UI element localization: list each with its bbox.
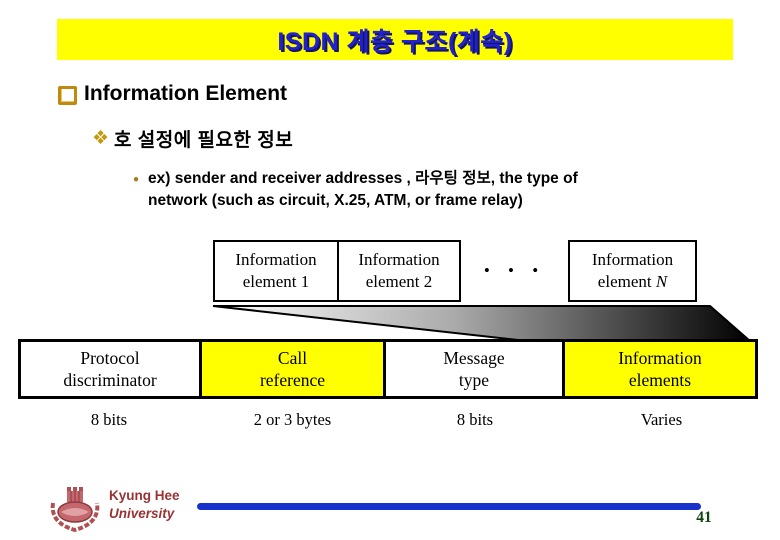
subheading-row: ❖ 호 설정에 필요한 정보	[92, 125, 293, 152]
university-seal-icon	[50, 487, 100, 533]
box-line: discriminator	[63, 370, 157, 390]
message-type-box: Message type	[386, 342, 565, 396]
size-label: Varies	[640, 410, 683, 429]
info-element-n-box: Information element N	[568, 240, 697, 302]
box-line: Information	[591, 249, 674, 269]
information-elements-box: Information elements	[565, 342, 755, 396]
ellipsis-dots: • • •	[483, 261, 546, 280]
slide-title-bar: ISDN 계층 구조(계속)	[57, 19, 733, 60]
university-name-line1: Kyung Hee	[109, 488, 180, 503]
slide-title: ISDN 계층 구조(계속)	[277, 27, 513, 56]
box-line: Information	[618, 347, 702, 368]
size-label: 8 bits	[90, 410, 128, 429]
footer-accent-bar	[197, 503, 701, 510]
info-element-1-box: Information element 1	[213, 240, 339, 302]
message-format-row: Protocol discriminator Call reference Me…	[18, 339, 758, 399]
box-line: type	[458, 370, 490, 390]
box-line: element N	[597, 272, 668, 291]
box-line: Protocol	[80, 347, 140, 368]
university-name-line2: University	[109, 505, 175, 521]
box-line: elements	[628, 370, 692, 390]
box-line: element 2	[365, 272, 433, 291]
protocol-discriminator-box: Protocol discriminator	[21, 342, 202, 396]
box-line: Information	[235, 249, 317, 269]
example-text: ex) sender and receiver addresses , 라우팅 …	[148, 168, 578, 213]
heading-text: Information Element	[84, 82, 288, 105]
heading-row: Information Element	[58, 82, 287, 106]
call-reference-box: Call reference	[202, 342, 386, 396]
example-row: ● ex) sender and receiver addresses , 라우…	[133, 168, 758, 213]
diamond-bullet-icon: ❖	[92, 128, 110, 149]
info-element-2-box: Information element 2	[337, 240, 461, 302]
square-bullet-icon	[58, 86, 77, 105]
dot-bullet-icon: ●	[133, 174, 140, 185]
example-line-1: ex) sender and receiver addresses , 라우팅 …	[148, 170, 578, 187]
box-line: Message	[443, 347, 505, 368]
university-name: Kyung Hee University	[109, 487, 180, 522]
subheading-text: 호 설정에 필요한 정보	[114, 130, 294, 151]
size-label-row: 8 bits 2 or 3 bytes 8 bits Varies	[18, 408, 758, 430]
example-line-2: network (such as circuit, X.25, ATM, or …	[148, 192, 523, 210]
size-label: 8 bits	[456, 410, 494, 429]
box-line: element 1	[242, 272, 310, 291]
page-number: 41	[696, 509, 712, 526]
box-line: Call	[277, 347, 308, 368]
box-line: reference	[259, 370, 326, 390]
size-label: 2 or 3 bytes	[253, 410, 332, 429]
box-line: Information	[358, 249, 440, 269]
